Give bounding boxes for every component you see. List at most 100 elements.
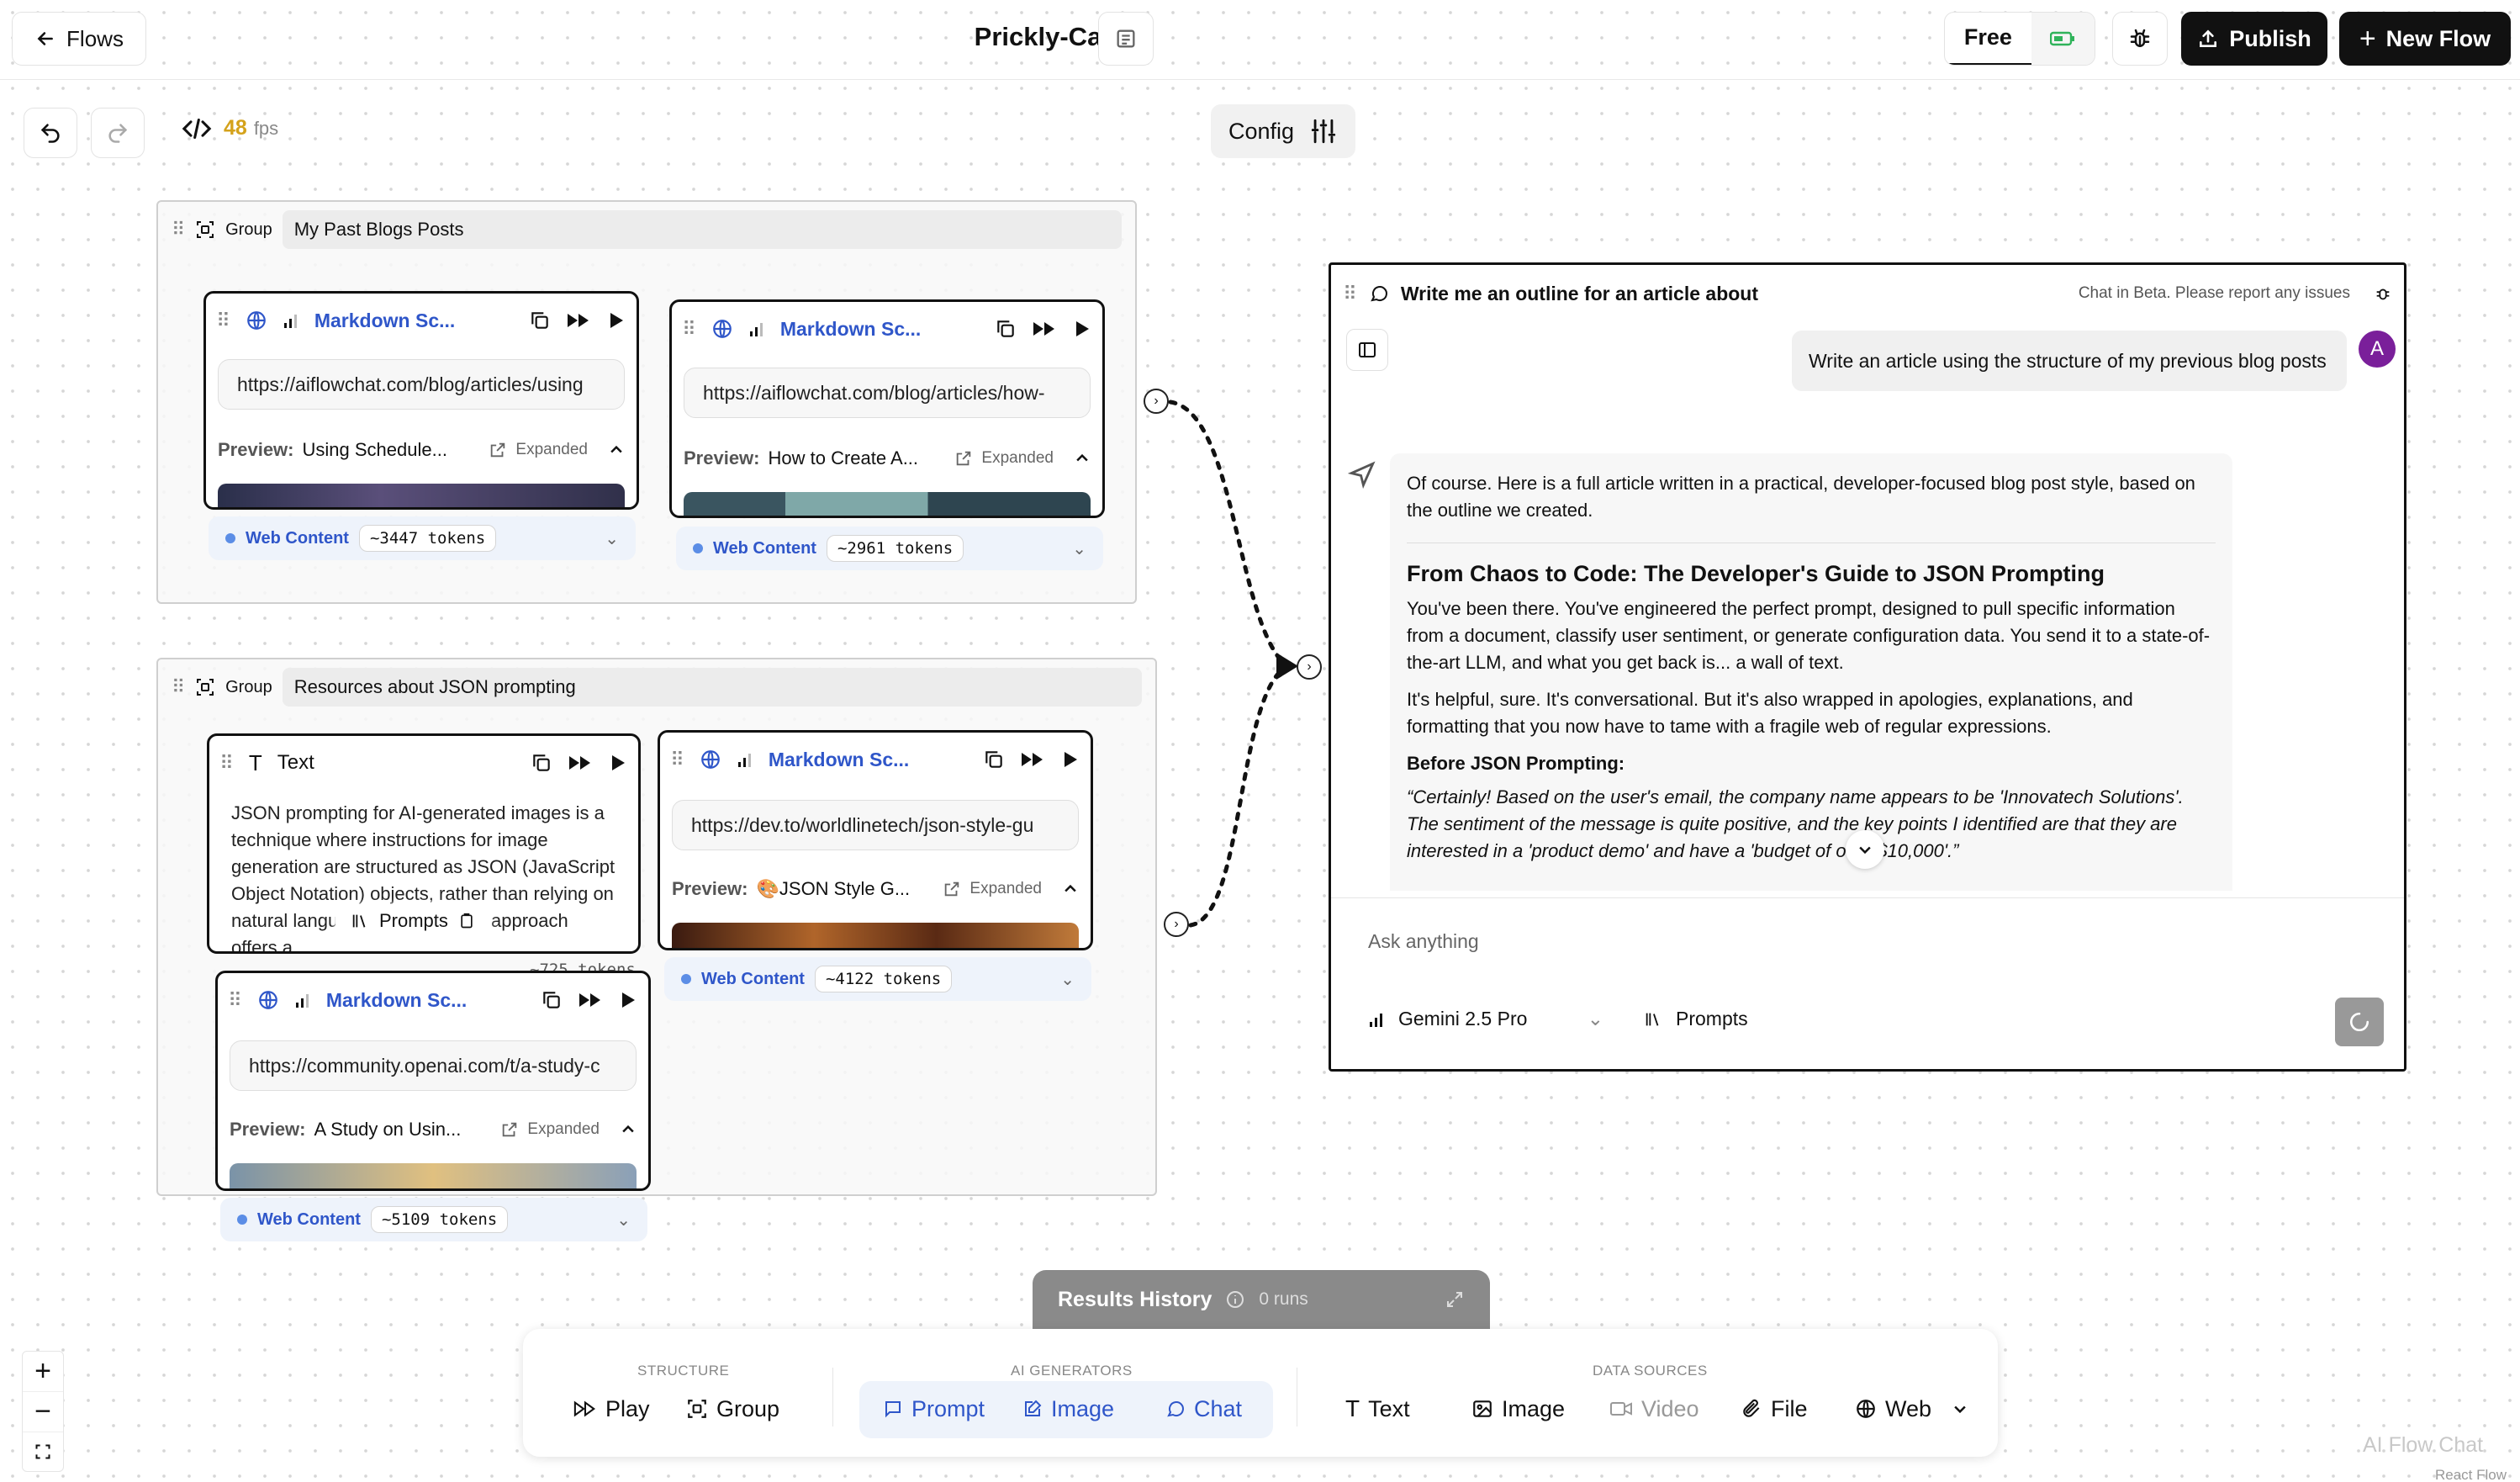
chevron-up-icon[interactable] (1074, 450, 1091, 467)
web-source-button[interactable]: Web (1840, 1381, 1984, 1437)
markdown-scraper-node-2[interactable]: ⠿ Markdown Sc... https://aiflowchat.com/… (669, 299, 1105, 518)
url-input[interactable]: https://aiflowchat.com/blog/articles/how… (684, 368, 1091, 418)
play-icon[interactable] (618, 990, 638, 1010)
prompt-button[interactable]: Prompt (868, 1381, 1000, 1437)
chevron-down-icon[interactable]: ⌄ (616, 1210, 631, 1230)
group-name-input[interactable]: Resources about JSON prompting (282, 668, 1142, 707)
chevron-up-icon[interactable] (608, 442, 625, 458)
run-all-icon[interactable] (566, 310, 591, 331)
play-icon[interactable] (606, 310, 626, 331)
copy-icon[interactable] (541, 989, 563, 1011)
group1-output-handle[interactable]: › (1144, 389, 1169, 414)
expanded-toggle[interactable]: Expanded (515, 441, 588, 458)
prompts-chip[interactable]: Prompts (335, 904, 490, 938)
group-button[interactable]: Group (671, 1381, 795, 1437)
publish-button[interactable]: Publish (2181, 12, 2327, 66)
external-link-icon[interactable] (954, 449, 973, 468)
url-input[interactable]: https://dev.to/worldlinetech/json-style-… (672, 800, 1079, 850)
chat-input[interactable]: Ask anything (1368, 930, 1479, 952)
react-flow-attribution[interactable]: React Flow (2435, 1467, 2507, 1482)
run-all-icon[interactable] (568, 753, 593, 773)
drag-handle-icon[interactable]: ⠿ (172, 676, 186, 697)
drag-handle-icon[interactable]: ⠿ (216, 309, 230, 331)
drag-handle-icon[interactable]: ⠿ (682, 317, 696, 340)
send-button[interactable] (2335, 998, 2384, 1046)
group-name-input[interactable]: My Past Blogs Posts (282, 210, 1122, 249)
file-source-button[interactable]: File (1725, 1381, 1823, 1437)
web-content-badge-3[interactable]: Web Content ~4122 tokens ⌄ (664, 957, 1091, 1001)
play-icon[interactable] (1060, 749, 1080, 770)
config-button[interactable]: Config (1211, 104, 1355, 158)
chat-input-handle[interactable]: › (1297, 654, 1322, 680)
run-all-icon[interactable] (578, 990, 603, 1010)
drag-handle-icon[interactable]: ⠿ (172, 219, 186, 240)
image-source-button[interactable]: Image (1456, 1381, 1580, 1437)
copy-icon[interactable] (531, 752, 552, 774)
upload-icon (2197, 28, 2219, 50)
chat-prompts-button[interactable]: Prompts (1644, 1008, 1748, 1030)
image-generator-button[interactable]: Image (1007, 1381, 1129, 1437)
drag-handle-icon[interactable]: ⠿ (219, 751, 234, 774)
chevron-up-icon[interactable] (620, 1121, 637, 1138)
chevron-down-icon[interactable]: ⌄ (1060, 970, 1075, 989)
copy-icon[interactable] (983, 749, 1005, 770)
expanded-toggle[interactable]: Expanded (969, 880, 1042, 897)
group2-output-handle[interactable]: › (1164, 912, 1189, 937)
markdown-scraper-node-3[interactable]: ⠿ Markdown Sc... https://dev.to/worldlin… (658, 730, 1093, 950)
bug-icon[interactable] (2374, 284, 2392, 303)
play-icon[interactable] (1072, 319, 1092, 339)
user-avatar[interactable]: A (2359, 331, 2396, 368)
drag-handle-icon[interactable]: ⠿ (228, 988, 242, 1011)
zoom-in-button[interactable]: + (23, 1352, 63, 1392)
expand-icon[interactable] (1445, 1289, 1465, 1310)
web-content-badge-1[interactable]: Web Content ~3447 tokens ⌄ (209, 516, 636, 560)
markdown-scraper-node-1[interactable]: ⠿ Markdown Sc... https://aiflowchat.com/… (203, 291, 639, 510)
web-content-badge-4[interactable]: Web Content ~5109 tokens ⌄ (220, 1198, 647, 1241)
chevron-down-icon[interactable]: ⌄ (1072, 539, 1086, 558)
plan-free-tab[interactable]: Free (1945, 13, 2031, 65)
external-link-icon[interactable] (500, 1120, 519, 1139)
drag-handle-icon[interactable]: ⠿ (670, 748, 684, 770)
run-all-icon[interactable] (1020, 749, 1045, 770)
undo-button[interactable] (24, 108, 77, 158)
credits-tab[interactable] (2031, 13, 2095, 65)
fit-view-button[interactable] (23, 1432, 63, 1471)
chevron-down-icon[interactable]: ⌄ (605, 529, 619, 548)
play-button[interactable]: Play (558, 1381, 665, 1437)
url-input[interactable]: https://aiflowchat.com/blog/articles/usi… (218, 359, 625, 410)
chevron-up-icon[interactable] (1062, 881, 1079, 897)
back-to-flows-button[interactable]: Flows (12, 12, 146, 66)
model-select[interactable]: Gemini 2.5 Pro ⌄ (1368, 1008, 1603, 1030)
external-link-icon[interactable] (943, 880, 961, 898)
run-all-icon[interactable] (1032, 319, 1057, 339)
copy-icon[interactable] (529, 310, 551, 331)
chat-title[interactable]: Write me an outline for an article about (1400, 282, 1758, 304)
external-link-icon[interactable] (489, 441, 507, 459)
fps-counter[interactable]: 48 fps (182, 116, 278, 140)
new-flow-button[interactable]: + New Flow (2339, 12, 2511, 66)
copy-icon[interactable] (995, 318, 1017, 340)
scroll-down-button[interactable] (1846, 830, 1884, 869)
markdown-scraper-node-4[interactable]: ⠿ Markdown Sc... https://community.opena… (215, 971, 651, 1191)
sidebar-toggle-button[interactable] (1346, 329, 1388, 371)
expanded-toggle[interactable]: Expanded (527, 1120, 600, 1138)
play-icon[interactable] (608, 753, 628, 773)
drag-handle-icon[interactable]: ⠿ (1343, 282, 1357, 304)
article-title: From Chaos to Code: The Developer's Guid… (1407, 561, 2105, 586)
flow-notes-button[interactable] (1098, 12, 1154, 66)
chat-button[interactable]: Chat (1150, 1381, 1257, 1437)
plan-status[interactable]: Free (1944, 12, 2095, 66)
video-source-button[interactable]: Video (1594, 1381, 1714, 1437)
url-input[interactable]: https://community.openai.com/t/a-study-c (230, 1040, 637, 1091)
chevron-down-icon[interactable] (1952, 1400, 1968, 1417)
chat-node[interactable]: ⠿ Write me an outline for an article abo… (1329, 262, 2406, 1072)
expanded-toggle[interactable]: Expanded (981, 449, 1054, 467)
redo-button[interactable] (91, 108, 145, 158)
text-node[interactable]: ⠿ T Text JSON prompting for AI-generated… (207, 733, 641, 954)
zoom-out-button[interactable]: − (23, 1392, 63, 1432)
results-history-tab[interactable]: Results History 0 runs (1033, 1270, 1490, 1329)
token-count: ~2961 tokens (826, 535, 964, 562)
debug-button[interactable] (2112, 12, 2168, 66)
web-content-badge-2[interactable]: Web Content ~2961 tokens ⌄ (676, 527, 1103, 570)
text-source-button[interactable]: T Text (1330, 1381, 1425, 1437)
